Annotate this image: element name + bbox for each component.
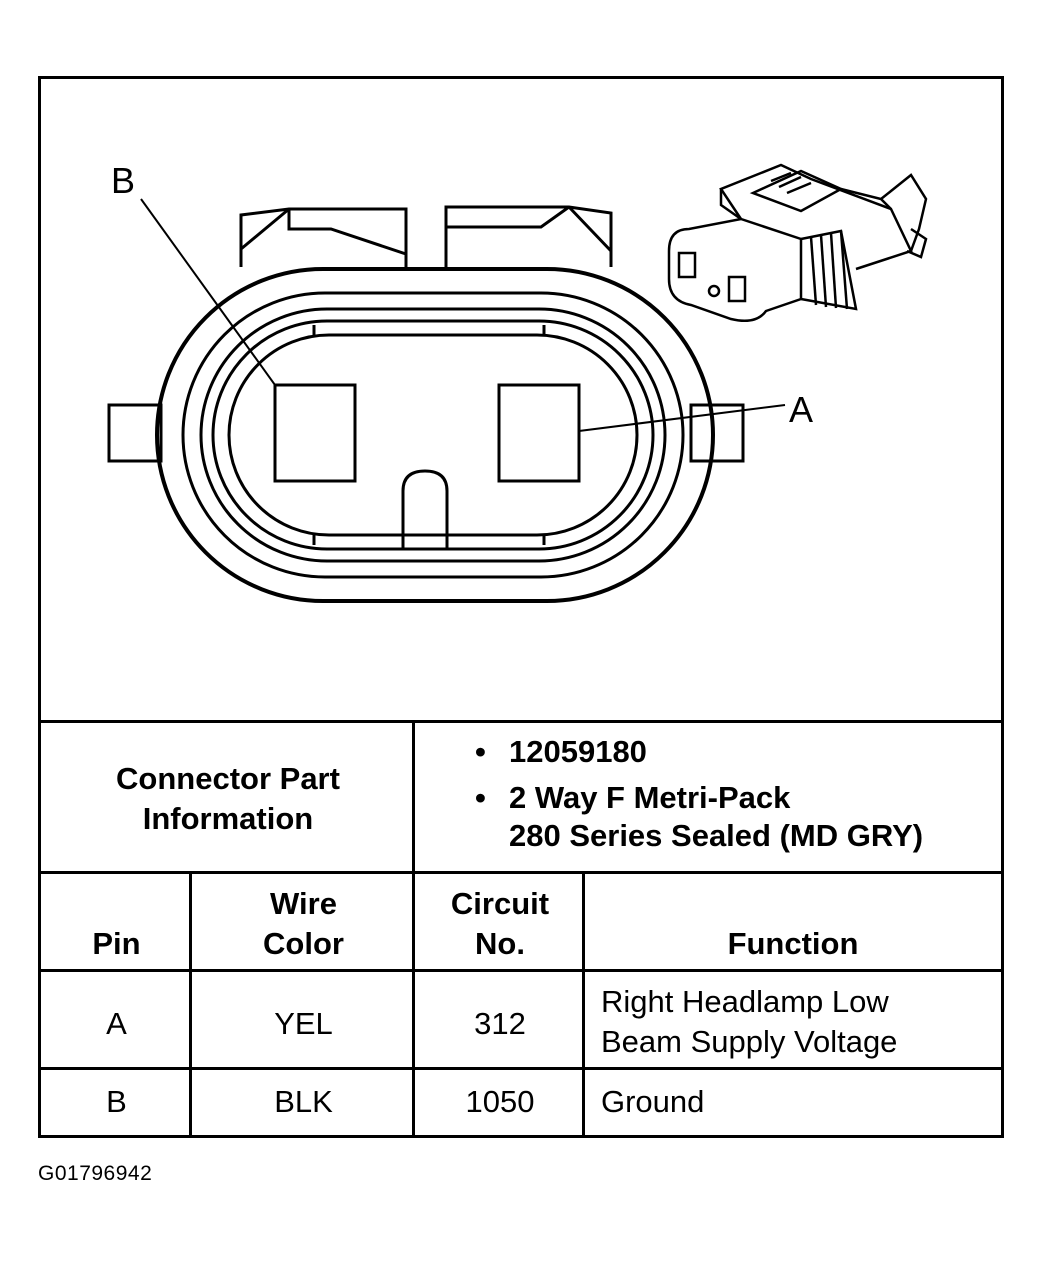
bullet-icon: • (475, 734, 486, 769)
housing-inner (227, 333, 639, 537)
col-divider-3 (582, 871, 585, 1138)
leader-line-b (140, 198, 276, 386)
keying-post (401, 469, 449, 549)
top-latch-right (444, 205, 613, 267)
table-row-b-pin: B (106, 1084, 127, 1119)
part-description-line1: 2 Way F Metri-Pack (509, 780, 791, 815)
part-info-label: Connector Part Information (41, 759, 415, 839)
connector-figure-frame: B A Connector Part Information • 1205918… (38, 76, 1004, 1138)
side-tab-left (107, 403, 163, 463)
header-circuit-no: Circuit No. (450, 886, 550, 961)
housing-ring-2 (181, 291, 685, 579)
part-info-label-line2: Information (142, 801, 314, 836)
col-divider-2 (412, 871, 415, 1138)
table-row-a-wire-color: YEL (274, 1006, 333, 1041)
leader-line-a (578, 404, 786, 432)
col-divider-1 (189, 871, 192, 1138)
part-info-item: • 2 Way F Metri-Pack 280 Series Sealed (… (475, 779, 923, 855)
header-wire-color: Wire Color (263, 886, 344, 961)
pin-label-a: A (789, 389, 813, 430)
connector-face-drawing: B A (107, 160, 928, 603)
housing-ring-4 (211, 319, 655, 551)
part-info-list: • 12059180 • 2 Way F Metri-Pack 280 Seri… (475, 733, 923, 855)
part-info-divider (412, 720, 415, 872)
housing-ring-3 (199, 307, 667, 563)
terminal-cavity-b (273, 383, 357, 483)
housing-outer (155, 267, 715, 603)
connector-isometric-view (667, 163, 928, 322)
table-row-b-wire-color: BLK (274, 1084, 333, 1119)
table-row-a-function: Right Headlamp Low Beam Supply Voltage (601, 984, 898, 1059)
header-function: Function (727, 926, 859, 961)
table-row-b-circuit: 1050 (465, 1084, 535, 1119)
pin-label-b: B (111, 160, 135, 201)
part-description-line2: 280 Series Sealed (MD GRY) (509, 818, 924, 853)
part-info-item: • 12059180 (475, 733, 923, 771)
row-divider (41, 1067, 1001, 1070)
part-info-label-line1: Connector Part (116, 761, 340, 796)
bullet-icon: • (475, 780, 486, 815)
top-latch-left (239, 207, 408, 267)
terminal-cavity-a (497, 383, 581, 483)
header-bottom-border (41, 969, 1001, 972)
figure-id: G01796942 (38, 1162, 153, 1185)
header-top-border (41, 871, 1001, 874)
table-row-b-function: Ground (601, 1084, 705, 1119)
table-row-a-pin: A (106, 1006, 127, 1041)
header-pin: Pin (92, 926, 141, 961)
table-top-border (41, 720, 1001, 723)
part-number: 12059180 (509, 734, 647, 769)
table-row-a-circuit: 312 (474, 1006, 526, 1041)
side-tab-right (689, 403, 745, 463)
